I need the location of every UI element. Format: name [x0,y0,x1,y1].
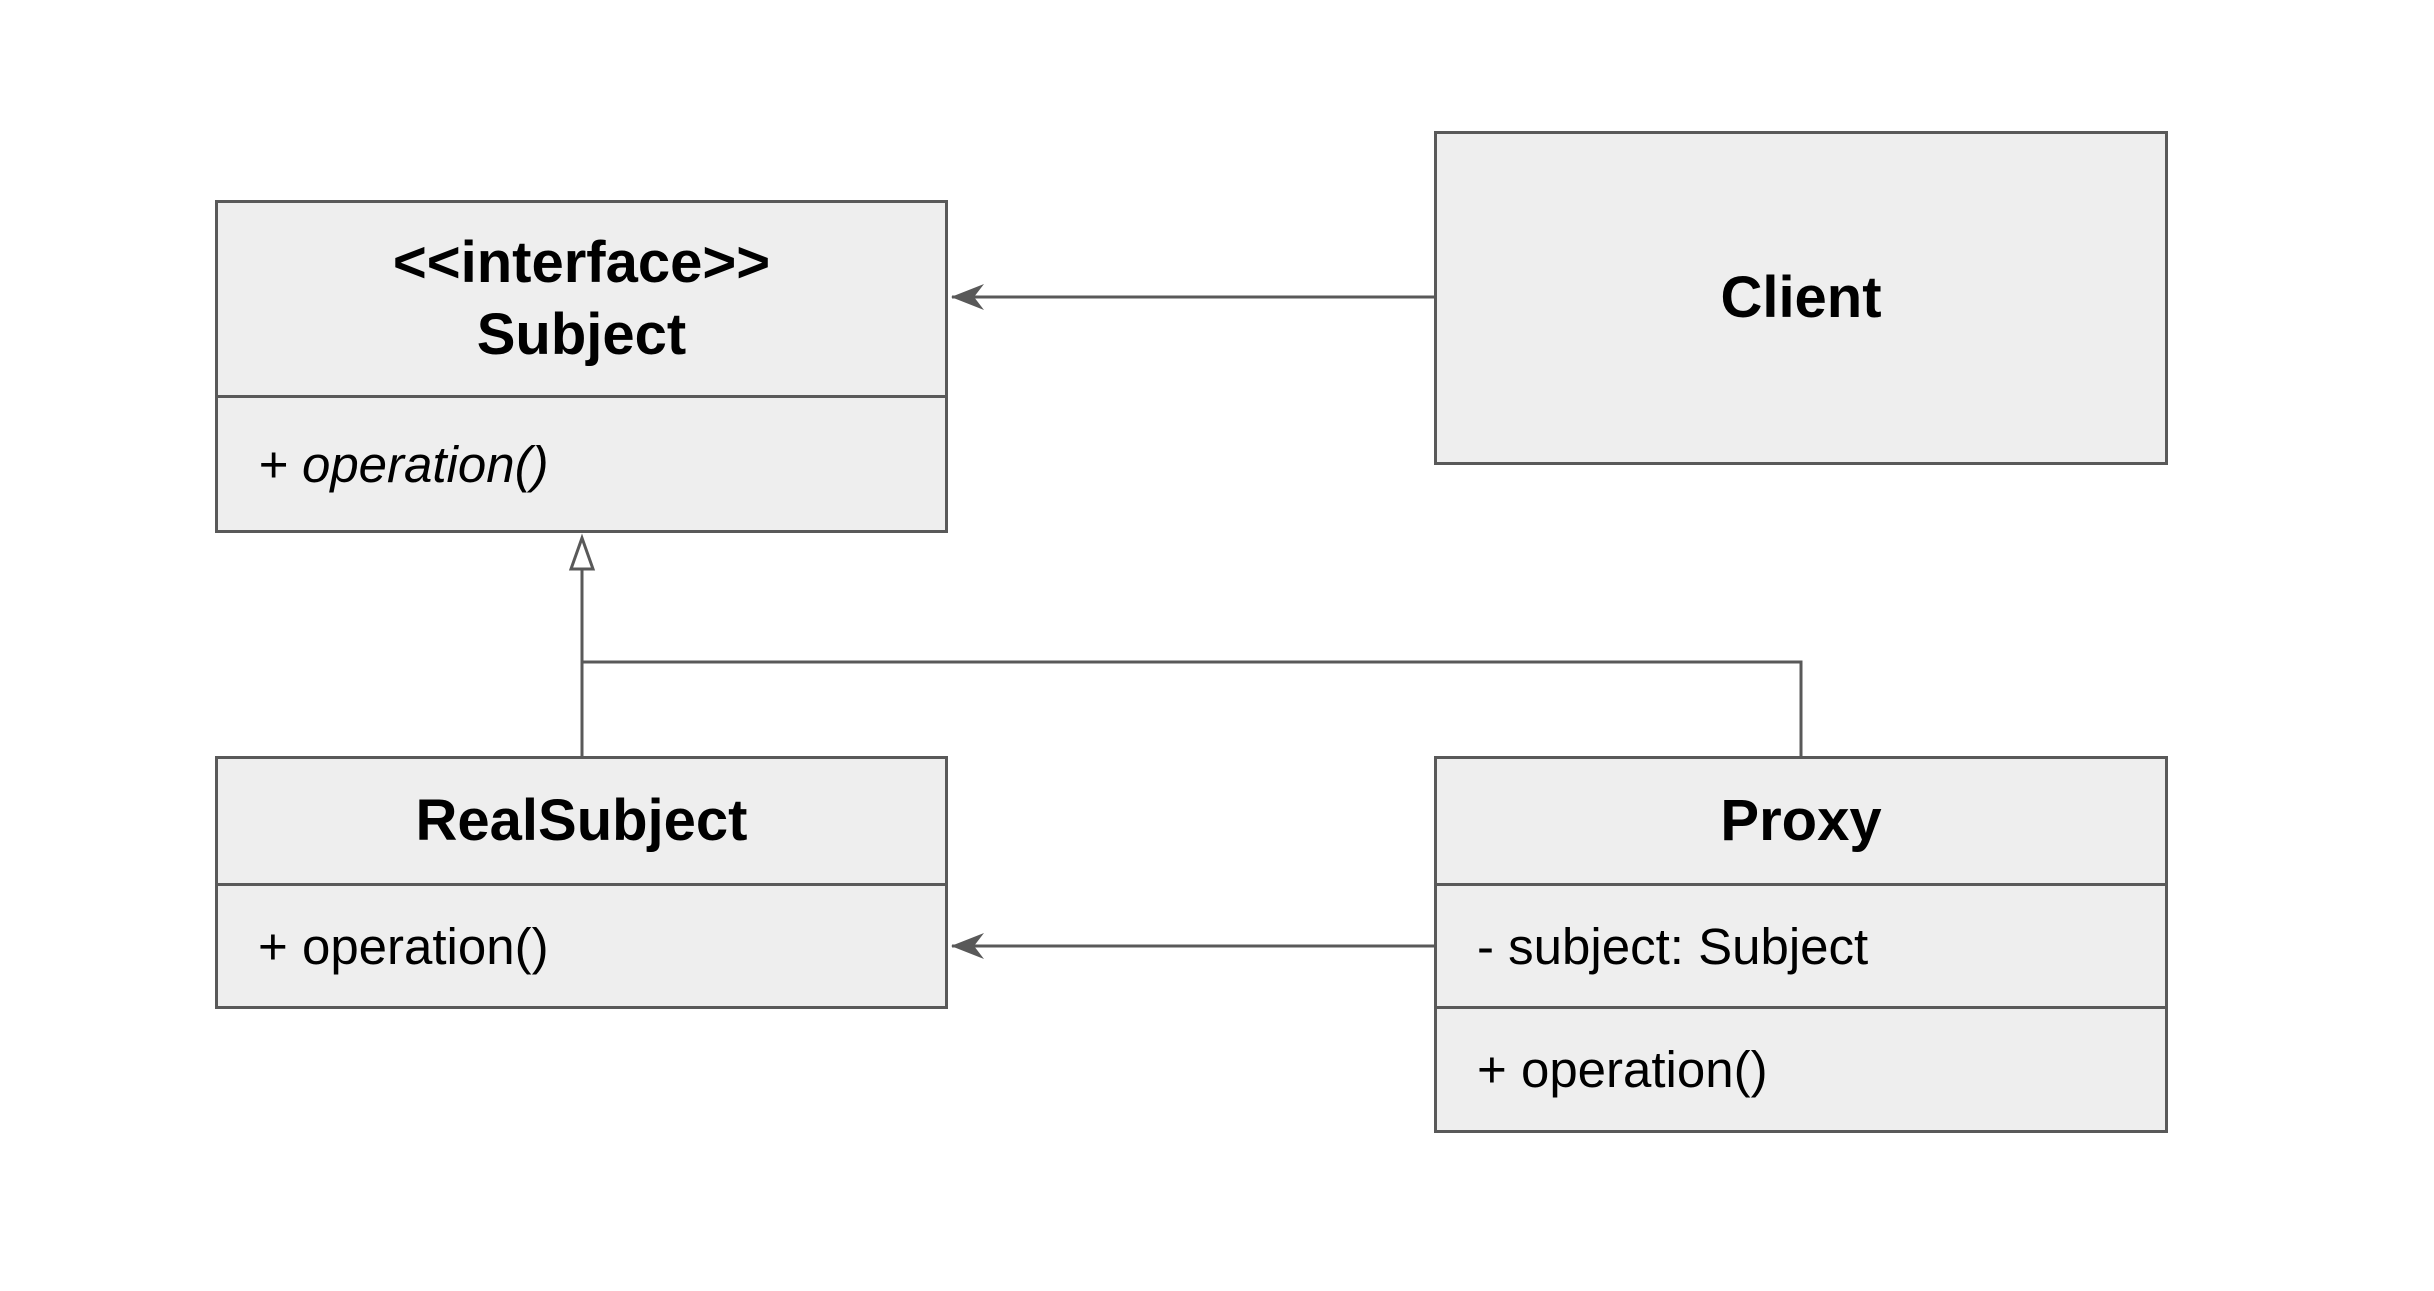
proxy-to-realsubject-arrowhead [951,933,984,959]
proxy-operations: + operation() [1437,1006,2165,1130]
client-class[interactable]: Client [1434,131,2168,465]
subject-header: <<interface>> Subject [218,203,945,395]
realsubject-operations: + operation() [218,883,945,1006]
proxy-attribute: - subject: Subject [1477,917,1869,975]
proxy-class[interactable]: Proxy - subject: Subject + operation() [1434,756,2168,1133]
realsubject-class-name: RealSubject [415,787,748,853]
realsubject-operation: + operation() [258,917,549,975]
subject-class[interactable]: <<interface>> Subject + operation() [215,200,948,533]
proxy-attributes: - subject: Subject [1437,883,2165,1006]
proxy-class-name: Proxy [1720,787,1882,853]
realsubject-header: RealSubject [218,759,945,883]
subject-operations: + operation() [218,395,945,530]
proxy-header: Proxy [1437,759,2165,883]
realsubject-class[interactable]: RealSubject + operation() [215,756,948,1009]
realization-triangle-head [568,533,596,571]
subject-class-name: Subject [476,302,687,367]
subject-operation: + operation() [258,435,549,493]
subject-stereotype: <<interface>> [392,229,771,295]
proxy-realization-line [582,660,1803,756]
proxy-operation: + operation() [1477,1041,1768,1098]
client-class-name: Client [1720,264,1882,330]
client-to-subject-arrowhead [951,284,984,310]
client-header: Client [1437,134,2165,462]
